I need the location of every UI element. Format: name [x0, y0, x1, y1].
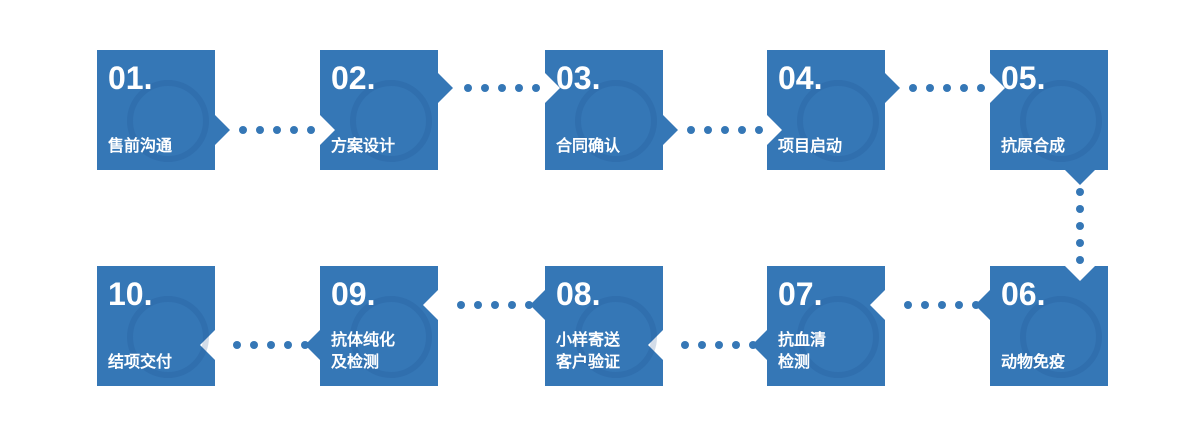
step-number: 05.: [1001, 60, 1046, 96]
step-number: 07.: [778, 276, 823, 312]
step-6: 06. 动物免疫: [990, 266, 1108, 386]
step-label-line: 抗血清: [778, 332, 827, 349]
test-tube-icon: [797, 296, 879, 378]
connector-dot: [267, 341, 275, 349]
step-number: 03.: [556, 60, 601, 96]
connector-dot: [464, 84, 472, 92]
connector-dot: [1076, 256, 1084, 264]
connector-dot: [972, 301, 980, 309]
connector-dot: [233, 341, 241, 349]
step-3: 03. 合同确认: [545, 50, 663, 170]
connector-dot: [256, 126, 264, 134]
connector-dot: [290, 126, 298, 134]
connector-dot: [498, 84, 506, 92]
step-label-line: 小样寄送: [556, 332, 621, 349]
step-number: 08.: [556, 276, 601, 312]
connector-dot: [698, 341, 706, 349]
connector-dot: [943, 84, 951, 92]
connector-dot: [301, 341, 309, 349]
step-number: 02.: [331, 60, 376, 96]
connector-dot: [749, 341, 757, 349]
step-label-line: 项目启动: [778, 138, 843, 155]
step-label: 抗体纯化及检测: [331, 330, 395, 374]
connector-dot: [491, 301, 499, 309]
gear-flask-icon: [1020, 80, 1102, 162]
connector-dot: [715, 341, 723, 349]
step-label: 方案设计: [331, 136, 395, 158]
step-8: 08. 小样寄送客户验证: [545, 266, 663, 386]
delivery-check-icon: [127, 296, 209, 378]
connector-dot: [273, 126, 281, 134]
connector-dot: [532, 84, 540, 92]
connector-dot: [1076, 222, 1084, 230]
step-label-line: 抗体纯化: [331, 332, 396, 349]
step-1: 01. 售前沟通: [97, 50, 215, 170]
step-label-line: 方案设计: [331, 138, 396, 155]
connector-dot: [909, 84, 917, 92]
package-icon: [575, 296, 657, 378]
step-label-line: 客户验证: [556, 354, 621, 371]
connector-dot: [284, 341, 292, 349]
step-label: 动物免疫: [1001, 352, 1065, 374]
connector-dot: [250, 341, 258, 349]
connector-dot: [960, 84, 968, 92]
connector-dot: [755, 126, 763, 134]
connector-dot: [307, 126, 315, 134]
step-10: 10. 结项交付: [97, 266, 215, 386]
connector-dot: [977, 84, 985, 92]
step-2: 02. 方案设计: [320, 50, 438, 170]
step-label-line: 售前沟通: [108, 138, 173, 155]
step-label-line: 及检测: [331, 354, 380, 371]
connector-dot: [938, 301, 946, 309]
bottle-icon: [350, 296, 432, 378]
connector-dot: [904, 301, 912, 309]
step-5: 05. 抗原合成: [990, 50, 1108, 170]
connector-dot: [1076, 205, 1084, 213]
connector-dot: [732, 341, 740, 349]
step-4: 04. 项目启动: [767, 50, 885, 170]
connector-dot: [1076, 188, 1084, 196]
rocket-icon: [797, 80, 879, 162]
connector-dot: [687, 126, 695, 134]
step-9: 09. 抗体纯化及检测: [320, 266, 438, 386]
connector-dot: [457, 301, 465, 309]
connector-dot: [508, 301, 516, 309]
step-label: 小样寄送客户验证: [556, 330, 620, 374]
step-number: 06.: [1001, 276, 1046, 312]
step-label-line: 合同确认: [556, 138, 621, 155]
step-number: 01.: [108, 60, 153, 96]
step-label-line: 动物免疫: [1001, 354, 1066, 371]
rabbit-syringe-icon: [1020, 296, 1102, 378]
step-label: 抗原合成: [1001, 136, 1065, 158]
step-label: 售前沟通: [108, 136, 172, 158]
step-7: 07. 抗血清检测: [767, 266, 885, 386]
connector-dot: [239, 126, 247, 134]
contract-star-icon: [575, 80, 657, 162]
connector-dot: [721, 126, 729, 134]
connector-dot: [704, 126, 712, 134]
step-number: 04.: [778, 60, 823, 96]
step-number: 10.: [108, 276, 153, 312]
connector-dot: [474, 301, 482, 309]
connector-dot: [525, 301, 533, 309]
step-label-line: 结项交付: [108, 354, 173, 371]
step-label-line: 检测: [778, 354, 811, 371]
connector-dot: [921, 301, 929, 309]
connector-dot: [681, 341, 689, 349]
connector-dot: [1076, 239, 1084, 247]
step-label-line: 抗原合成: [1001, 138, 1066, 155]
connector-dot: [515, 84, 523, 92]
connector-dot: [481, 84, 489, 92]
connector-dot: [955, 301, 963, 309]
step-label: 抗血清检测: [778, 330, 826, 374]
chat-people-icon: [127, 80, 209, 162]
connector-dot: [738, 126, 746, 134]
step-label: 结项交付: [108, 352, 172, 374]
step-label: 合同确认: [556, 136, 620, 158]
pencil-document-icon: [350, 80, 432, 162]
step-label: 项目启动: [778, 136, 842, 158]
step-number: 09.: [331, 276, 376, 312]
connector-dot: [926, 84, 934, 92]
